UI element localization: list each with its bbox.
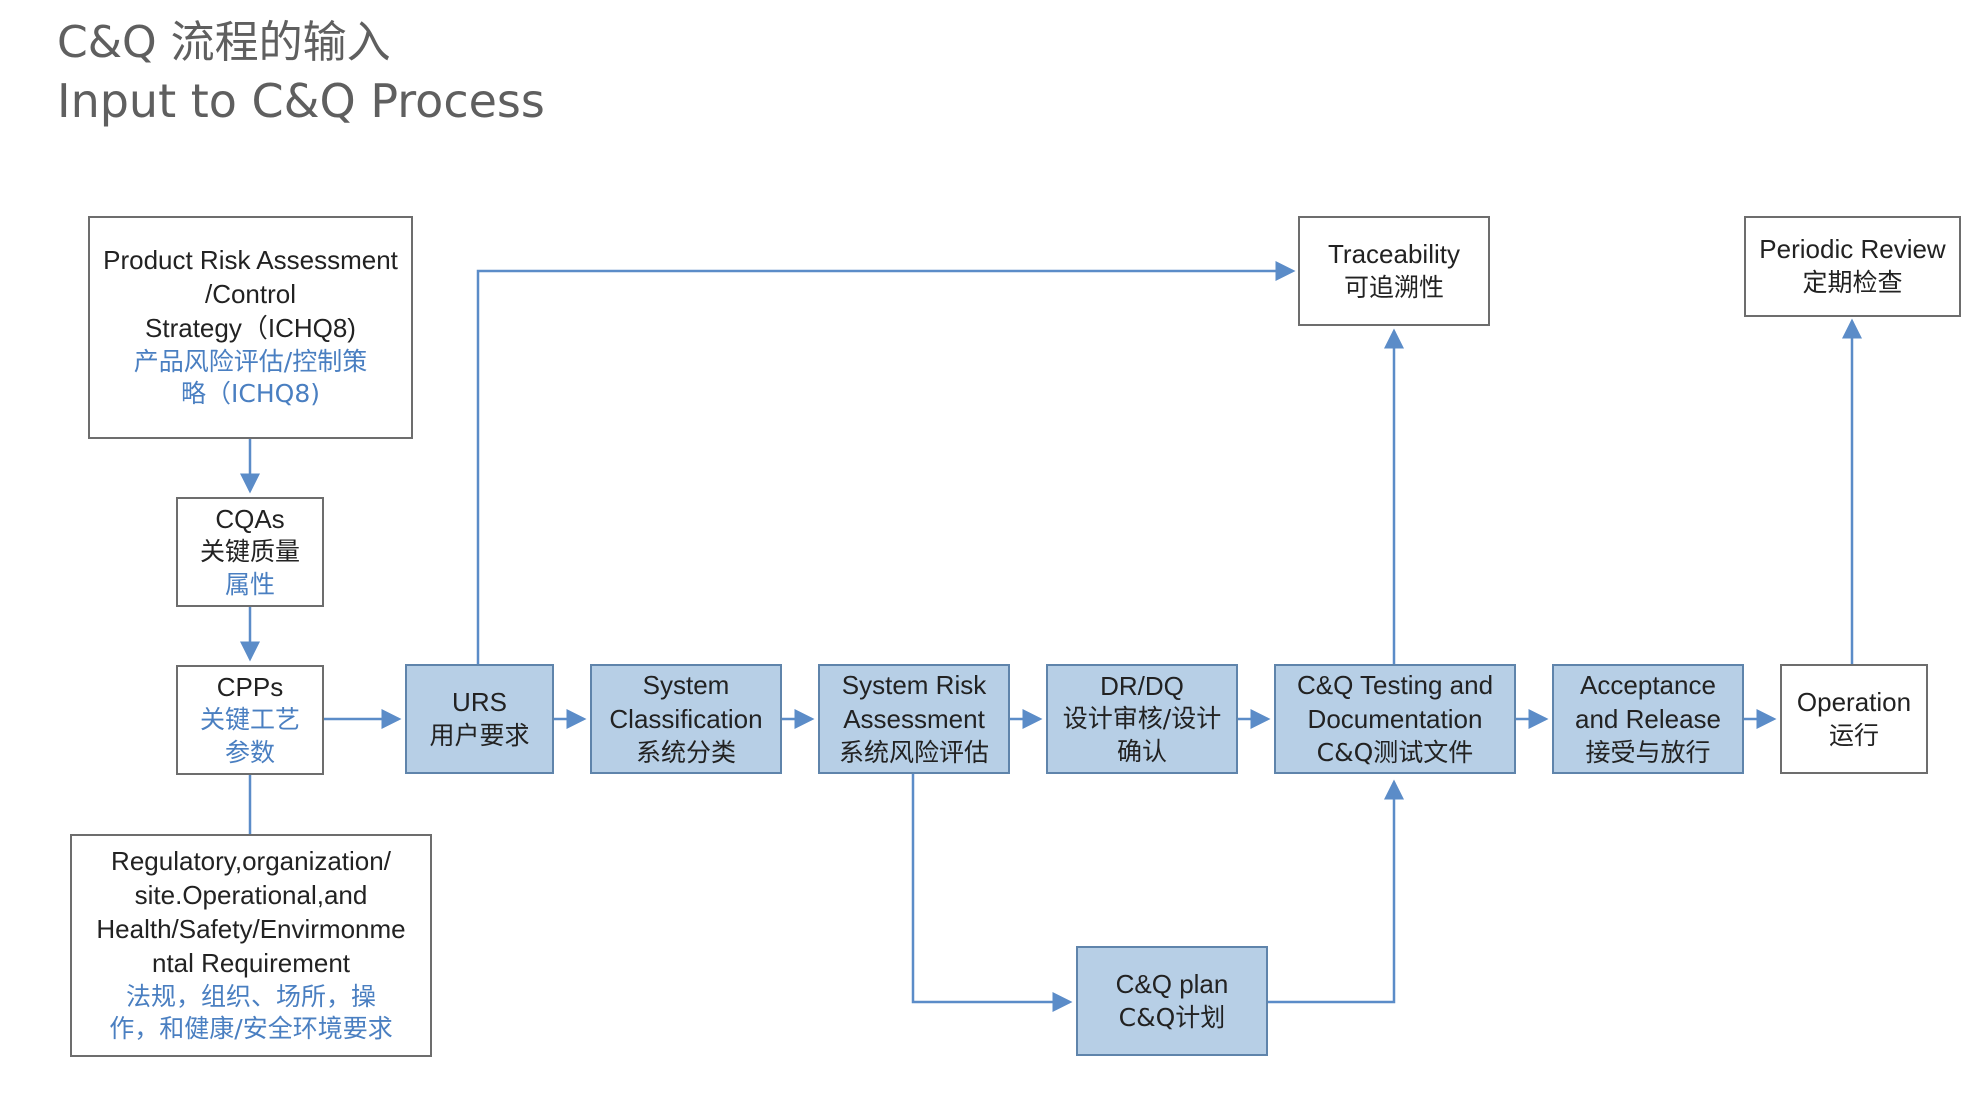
cq-testing-en-line-2: Documentation (1307, 703, 1483, 734)
product-risk-en-line-1: Product Risk Assessment (103, 245, 398, 276)
cq-testing-zh: C&Q测试文件 (1316, 737, 1474, 767)
system-classification-box: System Classification 系统分类 (590, 664, 782, 774)
acceptance-en-line-2: and Release (1575, 703, 1721, 734)
periodic-review-zh: 定期检查 (1802, 268, 1903, 298)
operation-en: Operation (1796, 686, 1912, 717)
dr-dq-zh-line-2: 确认 (1116, 736, 1167, 766)
cq-testing-documentation-box: C&Q Testing and Documentation C&Q测试文件 (1274, 664, 1516, 774)
cpps-en: CPPs (216, 671, 284, 702)
cqas-zh-line-1: 关键质量 (199, 537, 300, 567)
cq-testing-en-line-1: C&Q Testing and (1296, 669, 1494, 700)
cqas-zh-line-2: 属性 (224, 569, 275, 599)
regulatory-requirement-box: Regulatory,organization/ site.Operationa… (70, 834, 432, 1057)
traceability-box: Traceability 可追溯性 (1298, 216, 1490, 326)
periodic-review-box: Periodic Review 定期检查 (1744, 216, 1961, 317)
arrow-urs-to-traceability (476, 261, 1296, 664)
cqas-box: CQAs 关键质量 属性 (176, 497, 324, 607)
acceptance-zh: 接受与放行 (1585, 737, 1711, 767)
urs-zh: 用户要求 (429, 720, 530, 750)
cq-plan-en: C&Q plan (1115, 968, 1229, 999)
system-classification-zh: 系统分类 (635, 737, 736, 767)
system-risk-assessment-box: System Risk Assessment 系统风险评估 (818, 664, 1010, 774)
system-risk-en-line-2: Assessment (843, 703, 985, 734)
acceptance-release-box: Acceptance and Release 接受与放行 (1552, 664, 1744, 774)
regulatory-en-line-4: ntal Requirement (152, 947, 350, 978)
product-risk-zh-line-2: 略（ICHQ8) (181, 379, 320, 409)
cq-plan-zh: C&Q计划 (1118, 1002, 1226, 1032)
product-risk-en-line-2: /Control (204, 279, 297, 310)
regulatory-en-line-3: Health/Safety/Envirmonme (96, 914, 406, 944)
operation-box: Operation 运行 (1780, 664, 1928, 774)
periodic-review-en: Periodic Review (1759, 234, 1946, 265)
urs-en: URS (452, 686, 507, 717)
traceability-en: Traceability (1328, 238, 1460, 269)
product-risk-zh-line-1: 产品风险评估/控制策 (133, 346, 368, 376)
cpps-zh-line-2: 参数 (224, 737, 275, 767)
regulatory-zh-line-1: 法规，组织、场所，操 (125, 981, 376, 1011)
urs-box: URS 用户要求 (405, 664, 554, 774)
regulatory-en-line-1: Regulatory,organization/ (111, 846, 391, 877)
system-classification-en-line-2: Classification (609, 703, 763, 734)
system-classification-en-line-1: System (642, 669, 730, 700)
cqas-en: CQAs (215, 503, 285, 534)
page-title-chinese: C&Q 流程的输入 (57, 17, 391, 68)
arrow-cq-plan-to-cq-testing (1268, 779, 1404, 1004)
system-risk-zh: 系统风险评估 (838, 737, 989, 767)
regulatory-en-line-2: site.Operational,and (134, 880, 368, 911)
page-title-english: Input to C&Q Process (57, 74, 545, 128)
product-risk-assessment-box: Product Risk Assessment /Control Strateg… (88, 216, 413, 439)
system-risk-en-line-1: System Risk (841, 669, 987, 700)
operation-zh: 运行 (1828, 720, 1879, 750)
cpps-box: CPPs 关键工艺 参数 (176, 665, 324, 775)
product-risk-en-line-3: Strategy（ICHQ8) (145, 312, 356, 343)
traceability-zh: 可追溯性 (1343, 272, 1444, 302)
dr-dq-box: DR/DQ 设计审核/设计 确认 (1046, 664, 1238, 774)
acceptance-en-line-1: Acceptance (1580, 669, 1716, 700)
cpps-zh-line-1: 关键工艺 (199, 705, 300, 735)
dr-dq-en: DR/DQ (1100, 670, 1184, 701)
dr-dq-zh-line-1: 设计审核/设计 (1062, 704, 1222, 734)
regulatory-zh-line-2: 作，和健康/安全环境要求 (109, 1014, 393, 1044)
cq-plan-box: C&Q plan C&Q计划 (1076, 946, 1268, 1056)
arrow-system-risk-to-cq-plan (911, 774, 1073, 1012)
